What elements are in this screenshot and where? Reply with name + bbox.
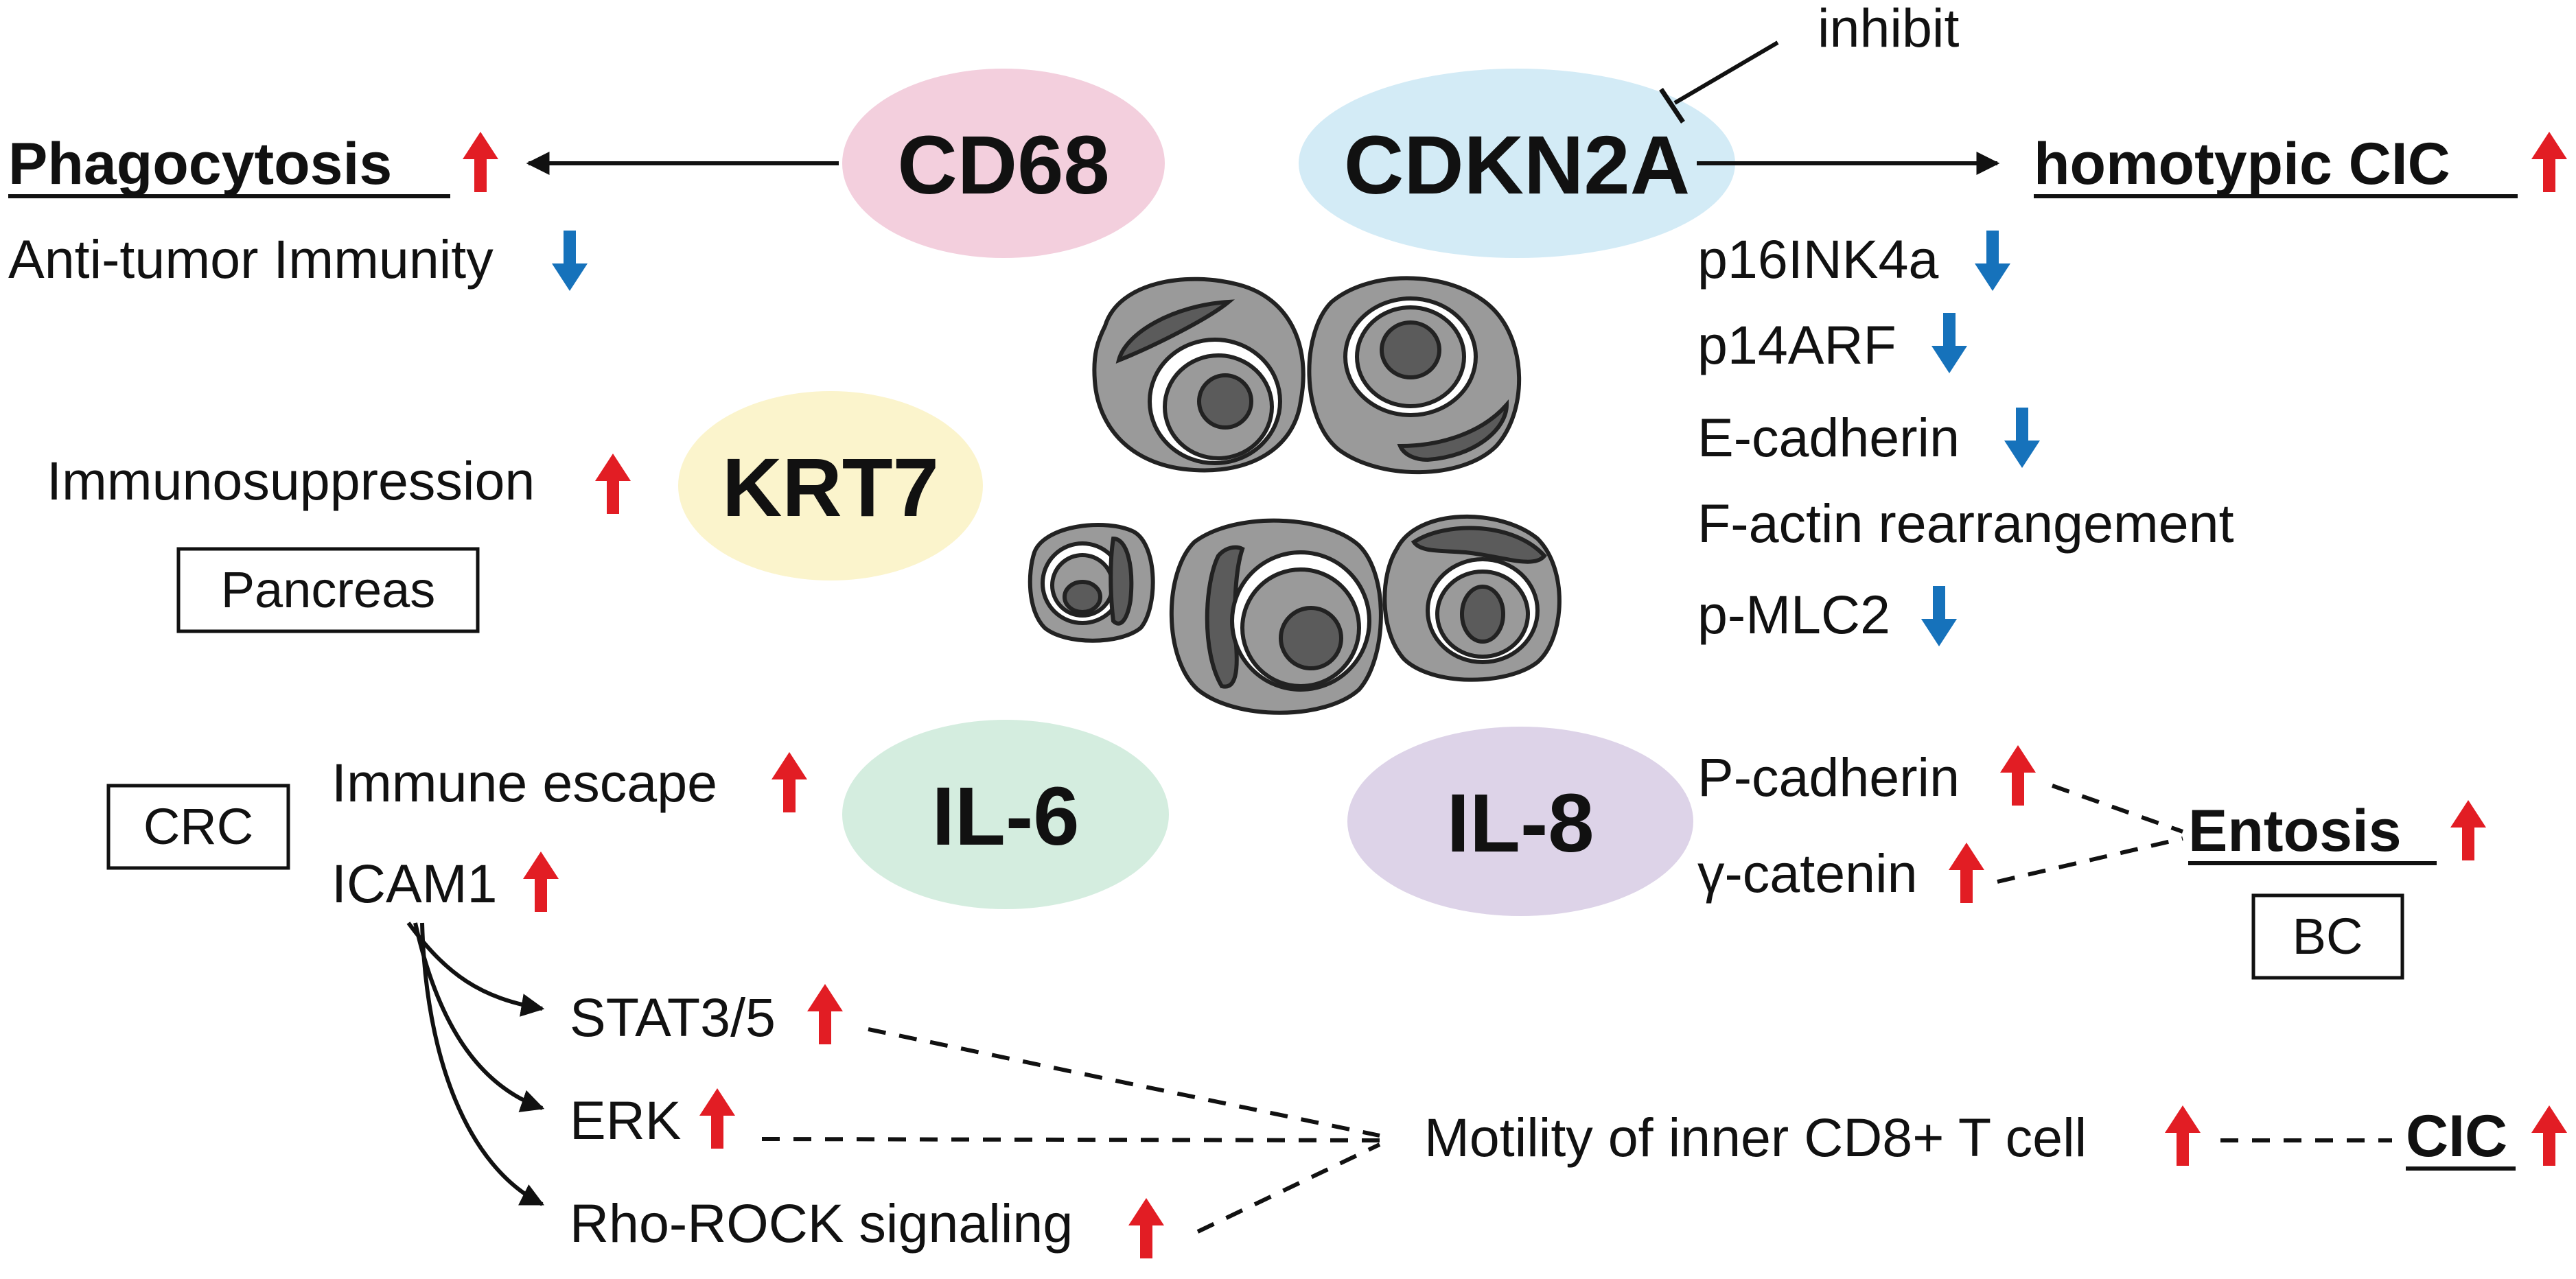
erk-up-arrow <box>699 1088 735 1149</box>
il8-label: IL-8 <box>1446 776 1594 869</box>
stat-dashed-line <box>868 1027 1380 1138</box>
krt7-ellipse <box>678 391 983 580</box>
cell-4 <box>1169 518 1383 715</box>
rho-dashed-line <box>1196 1142 1381 1234</box>
cic-label: CIC <box>2406 1103 2507 1169</box>
erk-label: ERK <box>570 1090 681 1151</box>
cd68-ellipse <box>842 69 1165 258</box>
krt7-label: KRT7 <box>722 441 939 534</box>
rho-rock-up-arrow <box>1128 1198 1164 1258</box>
stat-label: STAT3/5 <box>570 987 776 1048</box>
cdkn2a-marker-4: F-actin rearrangement <box>1697 493 2234 554</box>
cell-1 <box>1092 277 1306 473</box>
homotypic-cic-label: homotypic CIC <box>2034 131 2450 197</box>
inhibit-line <box>1673 40 1779 105</box>
cdkn2a-marker-5: p-MLC2 <box>1697 584 1890 645</box>
crc-label: CRC <box>143 798 253 855</box>
entosis-up-arrow <box>2450 800 2486 860</box>
cdkn2a-marker-2: p14ARF <box>1697 314 1896 375</box>
immunosuppression-up-arrow <box>595 454 631 514</box>
icam1-to-erk-arrow <box>413 922 545 1112</box>
cdkn2a-marker-3: E-cadherin <box>1697 407 1960 468</box>
p16-down-arrow <box>1975 231 2010 291</box>
inhibit-bar <box>1659 88 1685 124</box>
immune-escape-up-arrow <box>771 752 807 812</box>
pancreas-label: Pancreas <box>221 561 436 618</box>
gamma-catenin-dashed-line <box>1997 836 2183 884</box>
motility-label: Motility of inner CD8+ T cell <box>1424 1107 2087 1168</box>
stat-up-arrow <box>807 984 843 1044</box>
cd68-label: CD68 <box>897 118 1109 211</box>
crc-box <box>106 784 290 870</box>
gamma-catenin-label: γ-catenin <box>1697 843 1918 904</box>
p14-down-arrow <box>1931 313 1967 373</box>
cic-cell-illustration <box>1028 276 1562 715</box>
rho-rock-label: Rho-ROCK signaling <box>570 1193 1073 1254</box>
icam1-up-arrow <box>523 852 559 912</box>
il6-label: IL-6 <box>931 769 1079 863</box>
bc-box <box>2251 893 2404 980</box>
erk-dashed-line <box>761 1137 1380 1142</box>
anti-tumor-down-arrow <box>552 231 588 291</box>
cic-up-arrow <box>2531 1105 2567 1166</box>
il6-ellipse <box>842 720 1169 909</box>
cdkn2a-ellipse <box>1299 69 1735 258</box>
il8-ellipse <box>1347 727 1693 916</box>
phagocytosis-label: Phagocytosis <box>8 131 392 197</box>
immunosuppression-label: Immunosuppression <box>47 450 535 511</box>
pmlc2-down-arrow <box>1921 586 1957 646</box>
pcadherin-up-arrow <box>2000 745 2036 806</box>
inhibit-label: inhibit <box>1818 0 1959 58</box>
cell-5 <box>1382 514 1562 682</box>
icam1-to-rho-arrow <box>420 922 545 1206</box>
motility-up-arrow <box>2165 1105 2201 1166</box>
cell-2 <box>1307 276 1522 475</box>
homotypic-cic-up-arrow <box>2531 132 2567 192</box>
ecadherin-down-arrow <box>2004 408 2040 468</box>
icam1-label: ICAM1 <box>332 853 497 914</box>
cell-3 <box>1028 523 1155 643</box>
anti-tumor-label: Anti-tumor Immunity <box>8 228 494 290</box>
pancreas-box <box>176 547 480 633</box>
pcadherin-dashed-line <box>2052 784 2183 834</box>
gamma-catenin-up-arrow <box>1949 843 1984 903</box>
entosis-label: Entosis <box>2188 798 2402 864</box>
bc-label: BC <box>2293 908 2363 965</box>
phagocytosis-up-arrow <box>463 132 498 192</box>
cdkn2a-marker-1: p16INK4a <box>1697 228 1938 290</box>
cdkn2a-label: CDKN2A <box>1344 118 1690 211</box>
immune-escape-label: Immune escape <box>332 752 717 813</box>
pcadherin-label: P-cadherin <box>1697 747 1960 808</box>
